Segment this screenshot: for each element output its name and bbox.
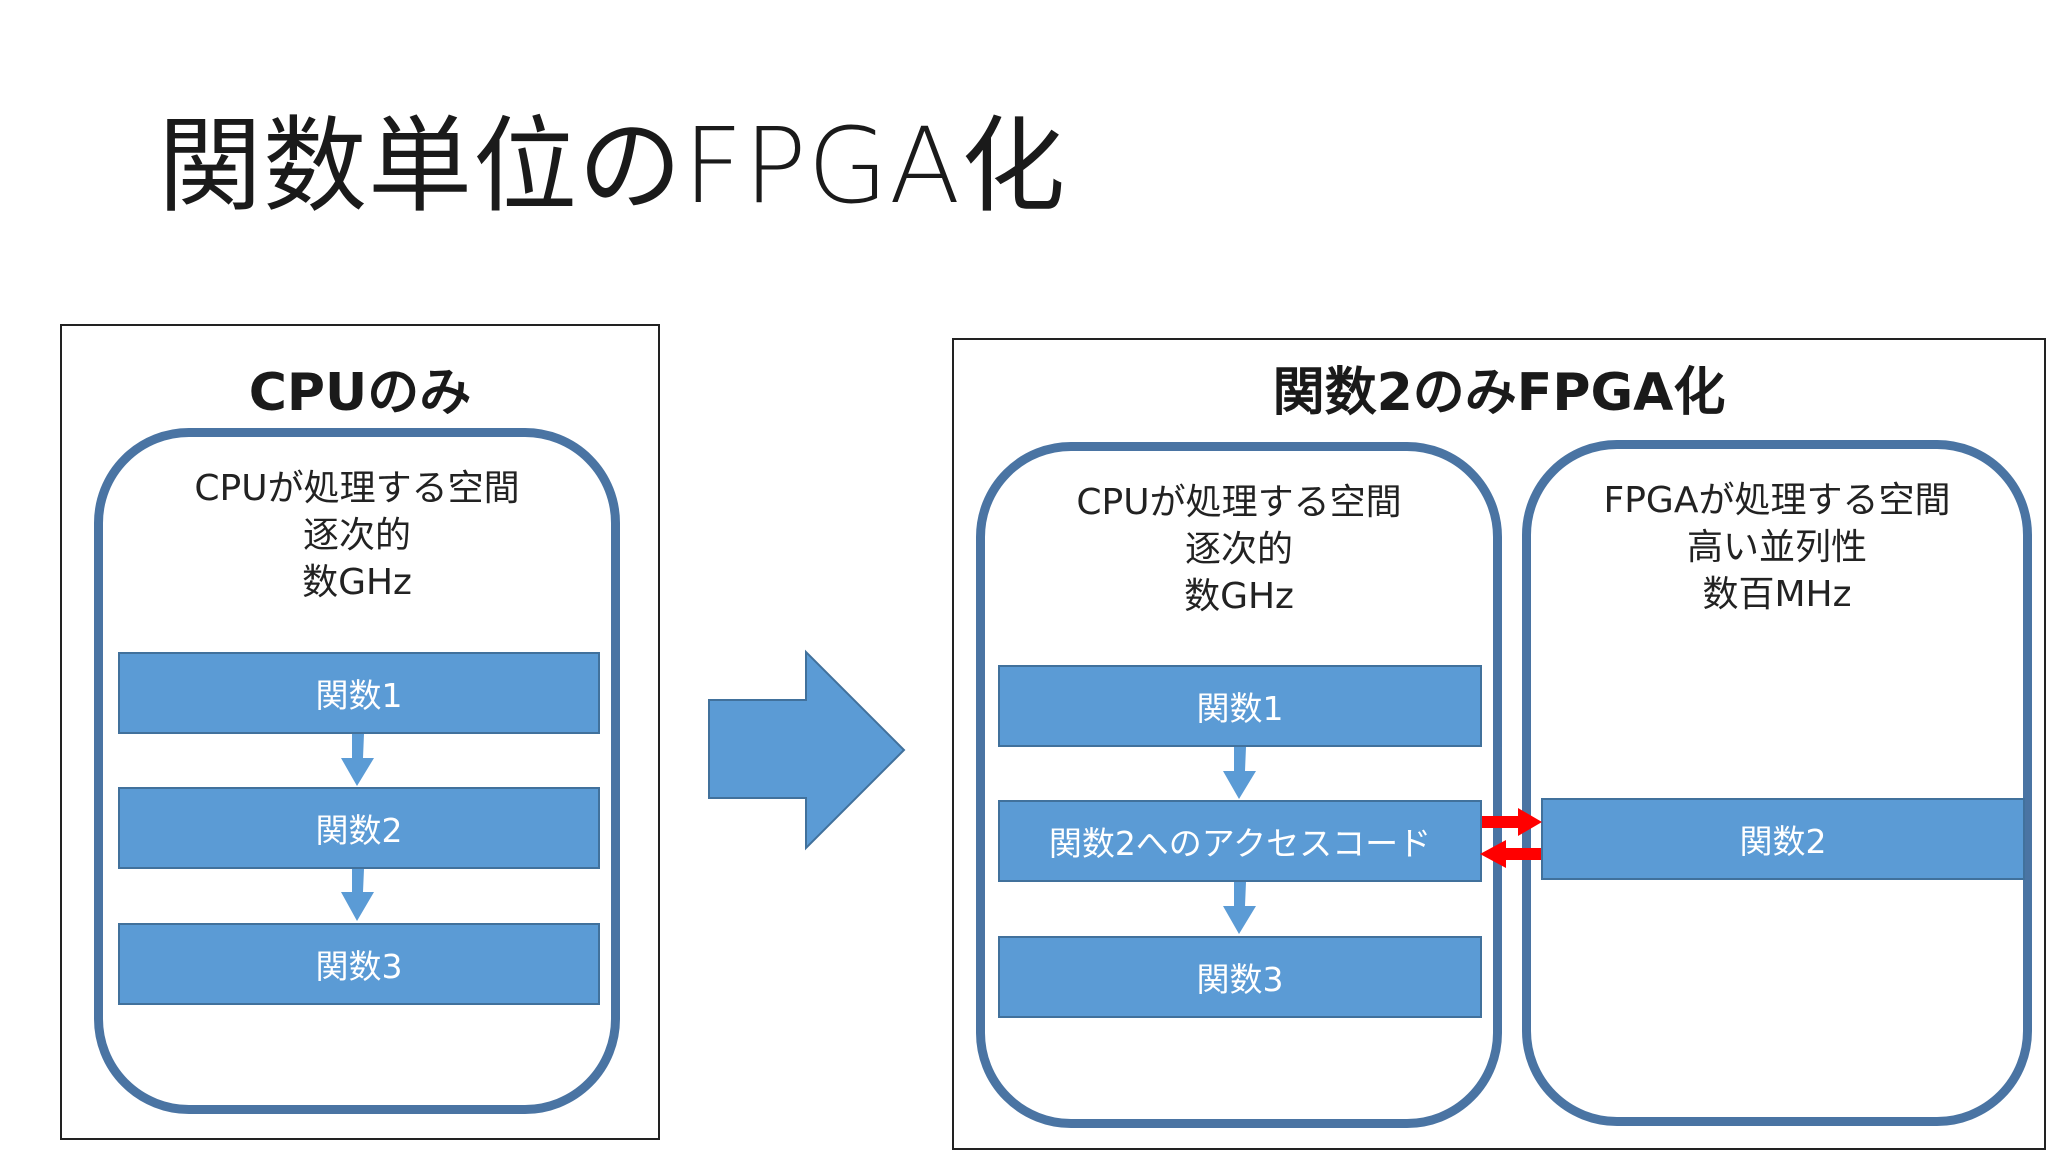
fpga-offload-panel-title: 関数2のみFPGA化 bbox=[1272, 363, 1726, 423]
transition-arrow bbox=[708, 649, 906, 851]
left-function-1-box: 関数1 bbox=[118, 652, 600, 734]
right-flow-arrow-2 bbox=[1223, 882, 1256, 934]
request-arrow-to-fpga bbox=[1482, 808, 1542, 836]
left-flow-arrow-1 bbox=[341, 734, 374, 786]
cpu-only-panel-title: CPUのみ bbox=[248, 363, 472, 423]
cpu-space-left-label: CPUが処理する空間 逐次的 数GHz bbox=[103, 465, 611, 606]
cpu-space-right-line-1: CPUが処理する空間 bbox=[1076, 482, 1402, 523]
right-flow-arrow-1 bbox=[1223, 747, 1256, 799]
fpga-space-line-1: FPGAが処理する空間 bbox=[1603, 480, 1951, 521]
left-function-3-box: 関数3 bbox=[118, 923, 600, 1005]
fpga-space-line-3: 数百MHz bbox=[1702, 574, 1852, 615]
cpu-space-left-line-2: 逐次的 bbox=[302, 515, 411, 556]
cpu-space-right-line-3: 数GHz bbox=[1184, 576, 1294, 617]
response-arrow-to-cpu bbox=[1480, 840, 1541, 868]
access-code-box: 関数2へのアクセスコード bbox=[998, 800, 1482, 882]
slide-title: 関数単位のFPGA化 bbox=[158, 105, 1067, 227]
fpga-space-label: FPGAが処理する空間 高い並列性 数百MHz bbox=[1531, 477, 2023, 618]
cpu-space-left-line-1: CPUが処理する空間 bbox=[194, 468, 520, 509]
left-flow-arrow-2 bbox=[341, 869, 374, 921]
cpu-space-left-line-3: 数GHz bbox=[302, 562, 412, 603]
fpga-space-line-2: 高い並列性 bbox=[1686, 527, 1867, 568]
fpga-function-2-box: 関数2 bbox=[1541, 798, 2025, 880]
right-function-3-box: 関数3 bbox=[998, 936, 1482, 1018]
cpu-space-right-line-2: 逐次的 bbox=[1184, 529, 1293, 570]
left-function-2-box: 関数2 bbox=[118, 787, 600, 869]
fpga-space: FPGAが処理する空間 高い並列性 数百MHz bbox=[1522, 440, 2032, 1126]
cpu-space-right-label: CPUが処理する空間 逐次的 数GHz bbox=[985, 479, 1493, 620]
right-function-1-box: 関数1 bbox=[998, 665, 1482, 747]
